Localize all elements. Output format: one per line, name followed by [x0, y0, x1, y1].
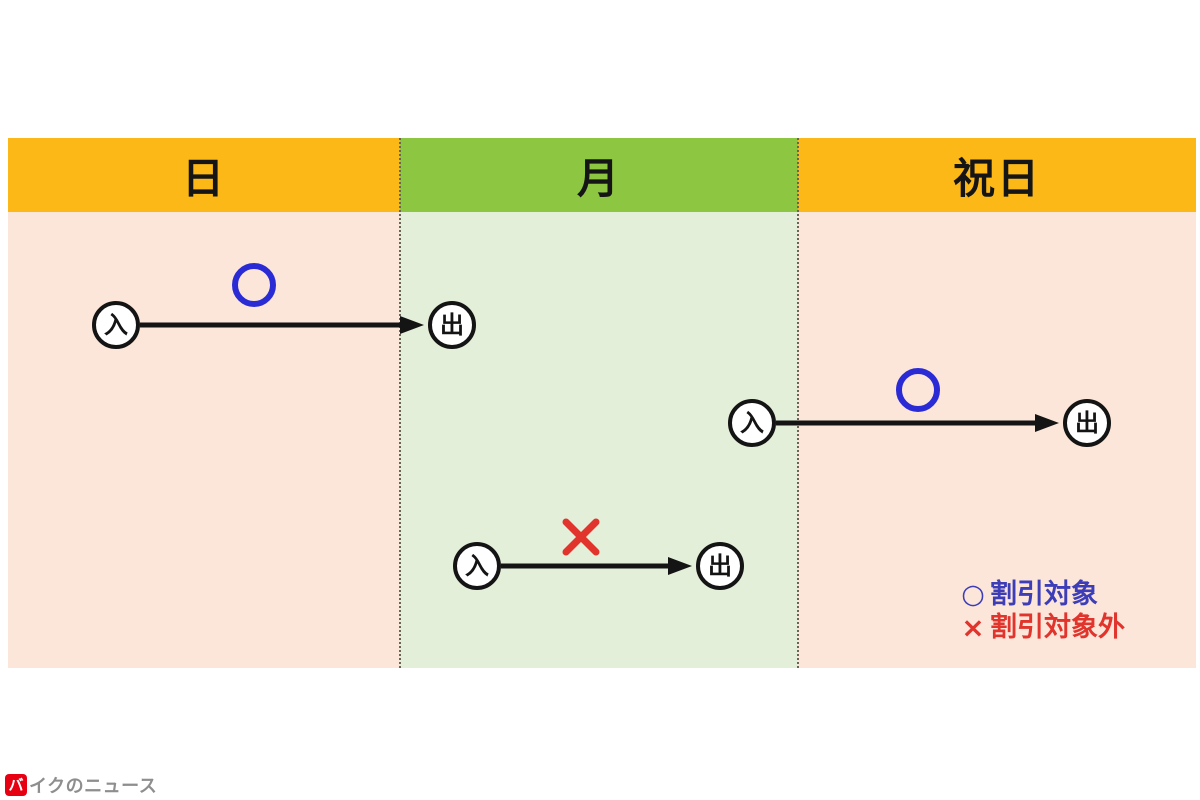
exit-label: 出: [1075, 409, 1099, 437]
site-watermark: バ イクのニュース: [5, 772, 157, 798]
exit-label: 出: [708, 552, 732, 580]
discount-ok-circle-icon: [232, 263, 276, 307]
column-mon: 月: [400, 138, 798, 668]
entry-label: 入: [465, 552, 489, 580]
watermark-text: イクのニュース: [29, 776, 158, 797]
discount-ng-cross-icon: [562, 518, 600, 556]
column-mon-body: [400, 212, 798, 668]
watermark-logo-icon: バ: [5, 774, 27, 796]
flow3-exit-node: 出: [696, 542, 744, 590]
column-holiday-header: 祝日: [798, 138, 1196, 212]
column-mon-label: 月: [576, 153, 621, 203]
column-holiday: 祝日: [798, 138, 1196, 668]
column-sun-header: 日: [8, 138, 400, 212]
legend-item-discount-ng: × 割引対象外: [956, 613, 1125, 643]
legend: ○ 割引対象 × 割引対象外: [956, 580, 1125, 643]
column-holiday-label: 祝日: [952, 153, 1041, 203]
legend-ok-circle-icon: ○: [961, 579, 985, 610]
discount-ok-circle-icon: [896, 368, 940, 412]
exit-label: 出: [440, 311, 464, 339]
column-holiday-body: [798, 212, 1196, 668]
legend-label-discount-ok: 割引対象: [990, 579, 1098, 610]
flow1-exit-node: 出: [428, 301, 476, 349]
column-sun-label: 日: [181, 153, 226, 203]
legend-label-discount-ng: 割引対象外: [990, 612, 1125, 643]
flow2-exit-node: 出: [1063, 399, 1111, 447]
column-divider-mon-holiday: [797, 138, 799, 668]
flow1-entry-node: 入: [92, 301, 140, 349]
column-sun: 日: [8, 138, 400, 668]
column-mon-header: 月: [400, 138, 798, 212]
legend-ng-cross-icon: ×: [961, 611, 985, 644]
flow2-entry-node: 入: [728, 399, 776, 447]
flow3-entry-node: 入: [453, 542, 501, 590]
entry-label: 入: [104, 311, 128, 339]
entry-label: 入: [740, 409, 764, 437]
column-sun-body: [8, 212, 400, 668]
watermark-logo-char: バ: [8, 775, 24, 794]
column-divider-sun-mon: [399, 138, 401, 668]
legend-item-discount-ok: ○ 割引対象: [956, 580, 1125, 610]
